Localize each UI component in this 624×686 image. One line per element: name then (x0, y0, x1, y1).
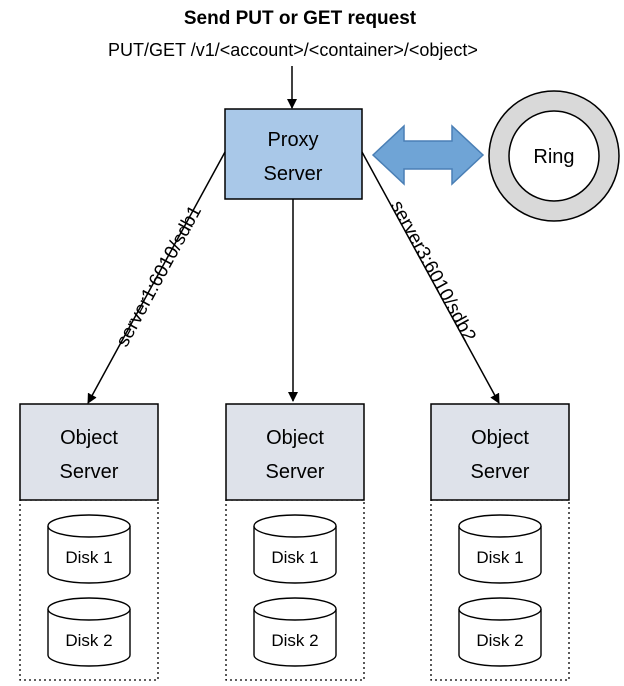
left-edge-label: server1:6010/sdb1 (112, 202, 206, 350)
proxy-server: Proxy Server (224, 108, 363, 200)
double-arrow-icon (371, 124, 485, 186)
disk-label: Disk 1 (271, 548, 318, 567)
left-routing-arrow (87, 151, 226, 404)
disk-top (253, 597, 337, 621)
disk-body (253, 609, 337, 667)
object-server-label-line1: Object (471, 427, 529, 449)
right-routing-arrow (361, 151, 500, 404)
disk-top (47, 514, 131, 538)
disk-body (47, 609, 131, 667)
object-server-label-line1: Object (266, 427, 324, 449)
disk-body (47, 526, 131, 584)
disk-body (458, 609, 542, 667)
diagram-title: Send PUT or GET request (184, 8, 417, 29)
disk-icon: Disk 2 (458, 597, 542, 667)
disk-top (253, 514, 337, 538)
proxy-server-label-line1: Proxy (267, 129, 318, 151)
object-server-label-line1: Object (60, 427, 118, 449)
disk-label: Disk 2 (65, 631, 112, 650)
object-server-box (225, 403, 365, 501)
disk-icon: Disk 1 (47, 514, 131, 584)
request-path: PUT/GET /v1/<account>/<container>/<objec… (108, 40, 478, 60)
disk-container (430, 499, 570, 681)
disk-icon: Disk 1 (253, 514, 337, 584)
disk-body (253, 526, 337, 584)
disk-top (458, 514, 542, 538)
disk-label: Disk 1 (476, 548, 523, 567)
ring-icon: Ring (488, 90, 620, 222)
disk-label: Disk 1 (65, 548, 112, 567)
disk-container (19, 499, 159, 681)
ring-inner-circle (508, 110, 600, 202)
proxy-server-label-line2: Server (264, 163, 323, 185)
object-server-box (19, 403, 159, 501)
object-server-box (430, 403, 570, 501)
ring-label: Ring (533, 146, 574, 168)
disk-container (225, 499, 365, 681)
proxy-server-box (224, 108, 363, 200)
object-server-label-line2: Server (60, 461, 119, 483)
disk-body (458, 526, 542, 584)
disk-label: Disk 2 (476, 631, 523, 650)
disk-icon: Disk 2 (47, 597, 131, 667)
disk-label: Disk 2 (271, 631, 318, 650)
right-edge-label: server3:6010/sdb2 (386, 197, 480, 345)
disk-top (458, 597, 542, 621)
object-server-label-line2: Server (266, 461, 325, 483)
disk-top (47, 597, 131, 621)
object-server-label-line2: Server (471, 461, 530, 483)
disk-icon: Disk 1 (458, 514, 542, 584)
disk-icon: Disk 2 (253, 597, 337, 667)
